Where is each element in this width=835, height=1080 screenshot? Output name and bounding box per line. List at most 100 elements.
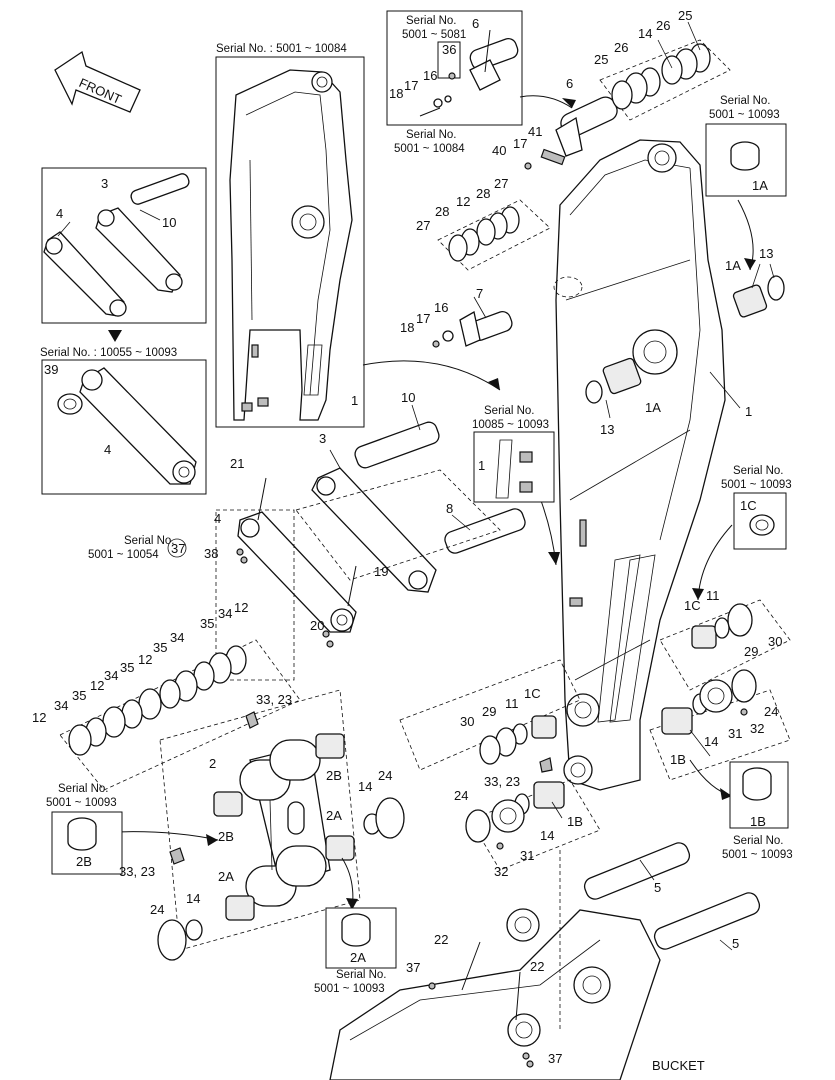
- callout-number: 37: [406, 960, 420, 975]
- callout-number: 20: [310, 618, 324, 633]
- callout-number: 14: [186, 891, 200, 906]
- serial-note-title: Serial No.: [484, 405, 535, 417]
- callout-number: 8: [446, 501, 453, 516]
- callout-number: 32: [494, 864, 508, 879]
- leader-lines: [57, 21, 775, 951]
- callout-number: 40: [492, 143, 506, 158]
- serial-note-title: Serial No. : 5001 ~ 10084: [216, 43, 347, 55]
- callout-number: 7: [476, 286, 483, 301]
- callout-number: 6: [472, 16, 479, 31]
- main-boom: [553, 139, 726, 791]
- callout-number: 30: [768, 634, 782, 649]
- callout-number: 12: [138, 652, 152, 667]
- callout-number: 33, 23: [256, 692, 292, 707]
- callout-number: 10: [162, 215, 176, 230]
- callout-number: 25: [594, 52, 608, 67]
- callout-number: 12: [32, 710, 46, 725]
- callout-number: 2A: [350, 950, 366, 965]
- leader-arrow: [689, 759, 733, 797]
- serial-note-title: Serial No.: [124, 535, 175, 547]
- callout-number: 1B: [567, 814, 583, 829]
- link-4: [215, 477, 357, 681]
- callout-number: 2A: [326, 808, 342, 823]
- callout-number: 4: [56, 206, 63, 221]
- callout-number: 24: [454, 788, 468, 803]
- callout-number: 34: [104, 668, 118, 683]
- serial-note-title: Serial No. : 10055 ~ 10093: [40, 347, 177, 359]
- callout-number: 31: [728, 726, 742, 741]
- serial-note-title: Serial No.: [406, 129, 457, 141]
- serial-note-range: 5001 ~ 5081: [402, 29, 466, 41]
- callout-number: 35: [200, 616, 214, 631]
- callout-number: 26: [656, 18, 670, 33]
- callout-number: 17: [404, 78, 418, 93]
- callout-number: 22: [530, 959, 544, 974]
- pin-6: [519, 95, 618, 170]
- callout-number: 21: [230, 456, 244, 471]
- callout-number: 16: [423, 68, 437, 83]
- pin-7: [432, 310, 513, 348]
- callout-number: 1: [351, 393, 358, 408]
- serial-note-range: 5001 ~ 10093: [722, 849, 793, 861]
- serial-note-range: 10085 ~ 10093: [472, 419, 549, 431]
- callout-number: 3: [101, 176, 108, 191]
- callout-number: 16: [434, 300, 448, 315]
- seal-rings-top: [599, 39, 731, 121]
- callout-number: 10: [401, 390, 415, 405]
- callout-number: 2A: [218, 869, 234, 884]
- serial-note-title: Serial No.: [58, 783, 109, 795]
- callout-number: 35: [72, 688, 86, 703]
- bucket-section-label: BUCKET: [652, 1058, 705, 1073]
- callout-number: 1B: [670, 752, 686, 767]
- boom-inset: [215, 56, 365, 428]
- callout-number: 2B: [76, 854, 92, 869]
- callout-numbers: 6 36 16 17 18 6 41 17 40 25 26 14 26 25 …: [32, 8, 782, 1066]
- left-lower-rings: [399, 659, 601, 871]
- bushing-2a-inset: [325, 907, 397, 969]
- callout-number: 28: [435, 204, 449, 219]
- callout-number: 36: [442, 42, 456, 57]
- bushing-1c-inset: [733, 492, 787, 550]
- callout-number: 5: [732, 936, 739, 951]
- serial-note-range: 5001 ~ 10093: [46, 797, 117, 809]
- callout-number: 22: [434, 932, 448, 947]
- callout-number: 14: [638, 26, 652, 41]
- serial-note-title: Serial No.: [406, 15, 457, 27]
- callout-number: 34: [170, 630, 184, 645]
- link-inset-10055: [41, 359, 207, 495]
- callout-number: 19: [374, 564, 388, 579]
- callout-number: 1C: [524, 686, 541, 701]
- callout-number: 11: [505, 696, 519, 711]
- callout-number: 1A: [752, 178, 768, 193]
- callout-number: 18: [389, 86, 403, 101]
- callout-number: 31: [520, 848, 534, 863]
- callout-number: 12: [90, 678, 104, 693]
- serial-note-range: 5001 ~ 10054: [88, 549, 159, 561]
- serial-note-range: 5001 ~ 10093: [314, 983, 385, 995]
- callout-number: 35: [153, 640, 167, 655]
- serial-note-range: 5001 ~ 10093: [709, 109, 780, 121]
- callout-number: 38: [204, 546, 218, 561]
- callout-number: 26: [614, 40, 628, 55]
- callout-number: 1A: [725, 258, 741, 273]
- callout-number: 1C: [740, 498, 757, 513]
- callout-number: 13: [759, 246, 773, 261]
- callout-number: 17: [416, 311, 430, 326]
- pin-6-inset: [386, 10, 523, 126]
- serial-10085-inset: [473, 431, 555, 503]
- serial-note-title: Serial No.: [733, 835, 784, 847]
- callout-number: 37: [171, 541, 185, 556]
- callout-number: 1: [478, 458, 485, 473]
- callout-number: 1: [745, 404, 752, 419]
- callout-number: 33, 23: [484, 774, 520, 789]
- callout-number: 4: [104, 442, 111, 457]
- front-arrow-icon: FRONT: [54, 50, 141, 113]
- callout-number: 25: [678, 8, 692, 23]
- serial-note-title: Serial No.: [720, 95, 771, 107]
- callout-number: 29: [744, 644, 758, 659]
- callout-number: 24: [378, 768, 392, 783]
- callout-number: 13: [600, 422, 614, 437]
- callout-number: 2B: [218, 829, 234, 844]
- link-inset-top: [41, 167, 207, 342]
